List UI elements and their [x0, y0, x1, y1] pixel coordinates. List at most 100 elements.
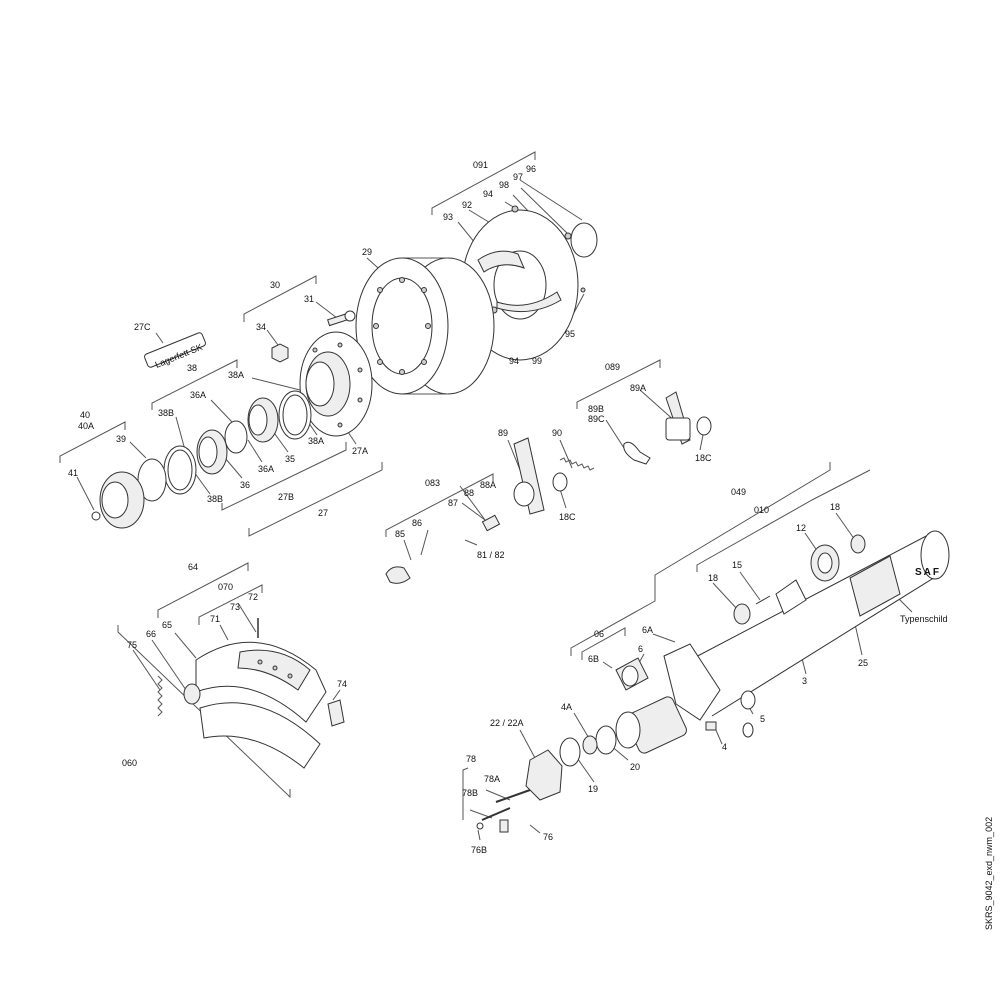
label-78B: 78B	[462, 788, 478, 798]
label-18-b: 18	[708, 573, 718, 583]
roller-66	[183, 683, 201, 705]
cup-4A-small	[582, 735, 598, 755]
seal-18-upper	[850, 534, 866, 554]
label-75: 75	[127, 640, 137, 650]
label-65: 65	[162, 620, 172, 630]
label-36: 36	[240, 480, 250, 490]
label-88: 88	[464, 488, 474, 498]
bracket-12	[810, 544, 840, 582]
hub-cap-40	[91, 471, 145, 529]
label-38B-b: 38B	[207, 494, 223, 504]
label-35: 35	[285, 454, 295, 464]
clip-74	[327, 699, 345, 727]
label-94b: 94	[509, 356, 519, 366]
label-19: 19	[588, 784, 598, 794]
label-86: 86	[412, 518, 422, 528]
bearing-35	[247, 397, 279, 443]
label-36A: 36A	[190, 390, 206, 400]
label-85: 85	[395, 529, 405, 539]
label-34: 34	[256, 322, 266, 332]
label-091: 091	[473, 160, 488, 170]
label-083: 083	[425, 478, 440, 488]
brake-drum-part	[355, 257, 495, 395]
label-71: 71	[210, 614, 220, 624]
label-39: 39	[116, 434, 126, 444]
label-22-22A: 22 / 22A	[490, 718, 524, 728]
label-27B: 27B	[278, 492, 294, 502]
label-38B: 38B	[158, 408, 174, 418]
brake-chamber-4A	[615, 696, 687, 754]
typenschild-label: Typenschild	[900, 614, 948, 624]
slack-adjuster-part	[623, 391, 712, 465]
label-5: 5	[760, 714, 765, 724]
nut-22	[525, 749, 563, 801]
drawing-code: SKRS_9042_exd_nwm_002	[984, 817, 994, 930]
label-31: 31	[304, 294, 314, 304]
label-010: 010	[754, 505, 769, 515]
label-25: 25	[858, 658, 868, 668]
spring-90	[559, 457, 595, 471]
label-93: 93	[443, 212, 453, 222]
label-76: 76	[543, 832, 553, 842]
ring-36A	[224, 420, 248, 454]
label-3: 3	[802, 676, 807, 686]
ring-38B	[163, 445, 197, 495]
label-99: 99	[532, 356, 542, 366]
saf-logo-text: SAF	[915, 567, 941, 578]
bearing-ring-38A	[278, 390, 312, 440]
label-18C: 18C	[695, 453, 712, 463]
label-76B: 76B	[471, 845, 487, 855]
label-64: 64	[188, 562, 198, 572]
pin-78	[476, 789, 531, 833]
label-96: 96	[526, 164, 536, 174]
label-98: 98	[499, 180, 509, 190]
label-74: 74	[337, 679, 347, 689]
label-92: 92	[462, 200, 472, 210]
label-15: 15	[732, 560, 742, 570]
washer-18C	[552, 472, 568, 492]
ring-20	[595, 725, 617, 755]
label-6A: 6A	[642, 625, 653, 635]
label-4A: 4A	[561, 702, 572, 712]
label-40: 40	[80, 410, 90, 420]
label-089: 089	[605, 362, 620, 372]
label-4: 4	[722, 742, 727, 752]
brake-shoe-part	[195, 641, 327, 769]
label-90: 90	[552, 428, 562, 438]
wheel-hub-part	[299, 331, 373, 437]
label-72: 72	[248, 592, 258, 602]
seal-18-lower	[733, 603, 751, 625]
label-78: 78	[466, 754, 476, 764]
label-81-82: 81 / 82	[477, 550, 505, 560]
label-12: 12	[796, 523, 806, 533]
label-89: 89	[498, 428, 508, 438]
label-30: 30	[270, 280, 280, 290]
bolt-15	[755, 595, 771, 605]
label-38A-b: 38A	[308, 436, 324, 446]
wheel-bolt-part	[327, 310, 356, 327]
label-27C: 27C	[134, 322, 151, 332]
axle-tube-part: SAF	[689, 530, 950, 717]
label-73: 73	[230, 602, 240, 612]
brake-lever-89	[513, 437, 545, 515]
bearing-36	[196, 429, 228, 475]
grease-tube-part	[144, 332, 206, 368]
label-36A-b: 36A	[258, 464, 274, 474]
ring-19	[559, 737, 581, 767]
wheel-nut-part	[271, 343, 289, 363]
label-06: 06	[594, 629, 604, 639]
spring-75	[157, 675, 163, 717]
label-88A: 88A	[480, 480, 496, 490]
label-18C-b: 18C	[559, 512, 576, 522]
housing-06	[615, 643, 756, 738]
label-95: 95	[565, 329, 575, 339]
label-20: 20	[630, 762, 640, 772]
label-070: 070	[218, 582, 233, 592]
label-38A: 38A	[228, 370, 244, 380]
label-27: 27	[318, 508, 328, 518]
label-66: 66	[146, 629, 156, 639]
label-38: 38	[187, 363, 197, 373]
label-78A: 78A	[484, 774, 500, 784]
camshaft-part	[385, 514, 501, 584]
